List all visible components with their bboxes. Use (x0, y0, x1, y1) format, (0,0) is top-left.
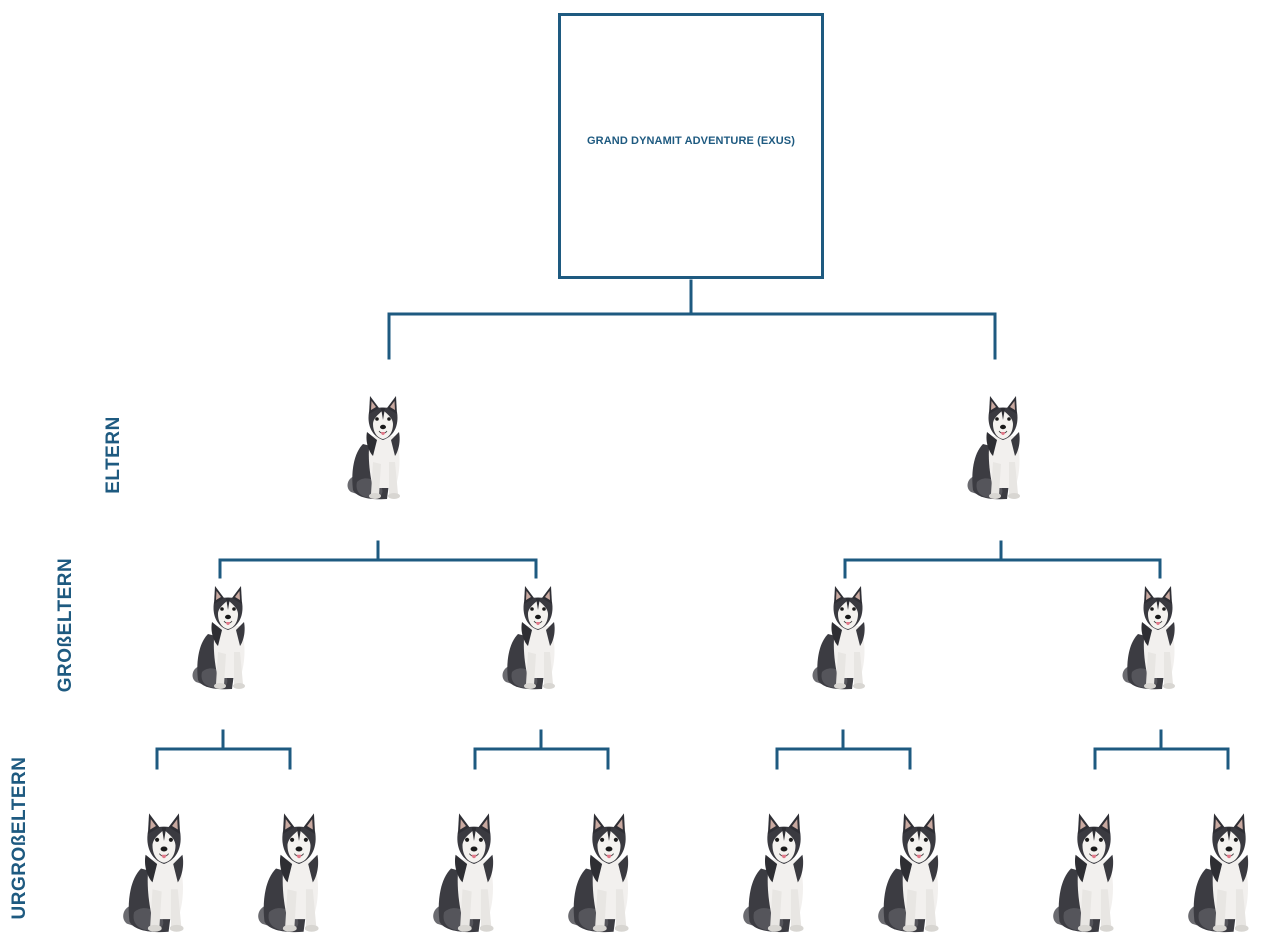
great-grandparent-1-husky-icon[interactable] (118, 808, 210, 936)
great-grandparent-8-husky-icon[interactable] (1183, 808, 1275, 936)
connector-gp-2 (473, 729, 610, 770)
grandparent-2-husky-icon[interactable] (498, 582, 578, 692)
great-grandparent-7-husky-icon[interactable] (1048, 808, 1140, 936)
connector-parent-left (218, 540, 538, 579)
grandparent-4-husky-icon[interactable] (1118, 582, 1198, 692)
root-dog-name: GRAND DYNAMIT ADVENTURE (EXUS) (587, 135, 795, 147)
label-parents: ELTERN (103, 416, 124, 494)
grandparent-3-husky-icon[interactable] (808, 582, 888, 692)
great-grandparent-5-husky-icon[interactable] (738, 808, 830, 936)
parent-dam-husky-icon[interactable] (963, 392, 1043, 502)
great-grandparent-6-husky-icon[interactable] (873, 808, 965, 936)
label-great-grandparents: URGROßELTERN (9, 756, 30, 920)
grandparent-1-husky-icon[interactable] (188, 582, 268, 692)
connector-gp-4 (1093, 729, 1230, 770)
label-grandparents: GROßELTERN (55, 557, 76, 693)
great-grandparent-2-husky-icon[interactable] (253, 808, 345, 936)
great-grandparent-3-husky-icon[interactable] (428, 808, 520, 936)
great-grandparent-4-husky-icon[interactable] (563, 808, 655, 936)
connector-root (387, 279, 997, 360)
parent-sire-husky-icon[interactable] (343, 392, 423, 502)
connector-gp-3 (775, 729, 912, 770)
connector-parent-right (843, 540, 1162, 579)
connector-gp-1 (155, 729, 292, 770)
root-dog-box[interactable]: GRAND DYNAMIT ADVENTURE (EXUS) (558, 13, 824, 279)
